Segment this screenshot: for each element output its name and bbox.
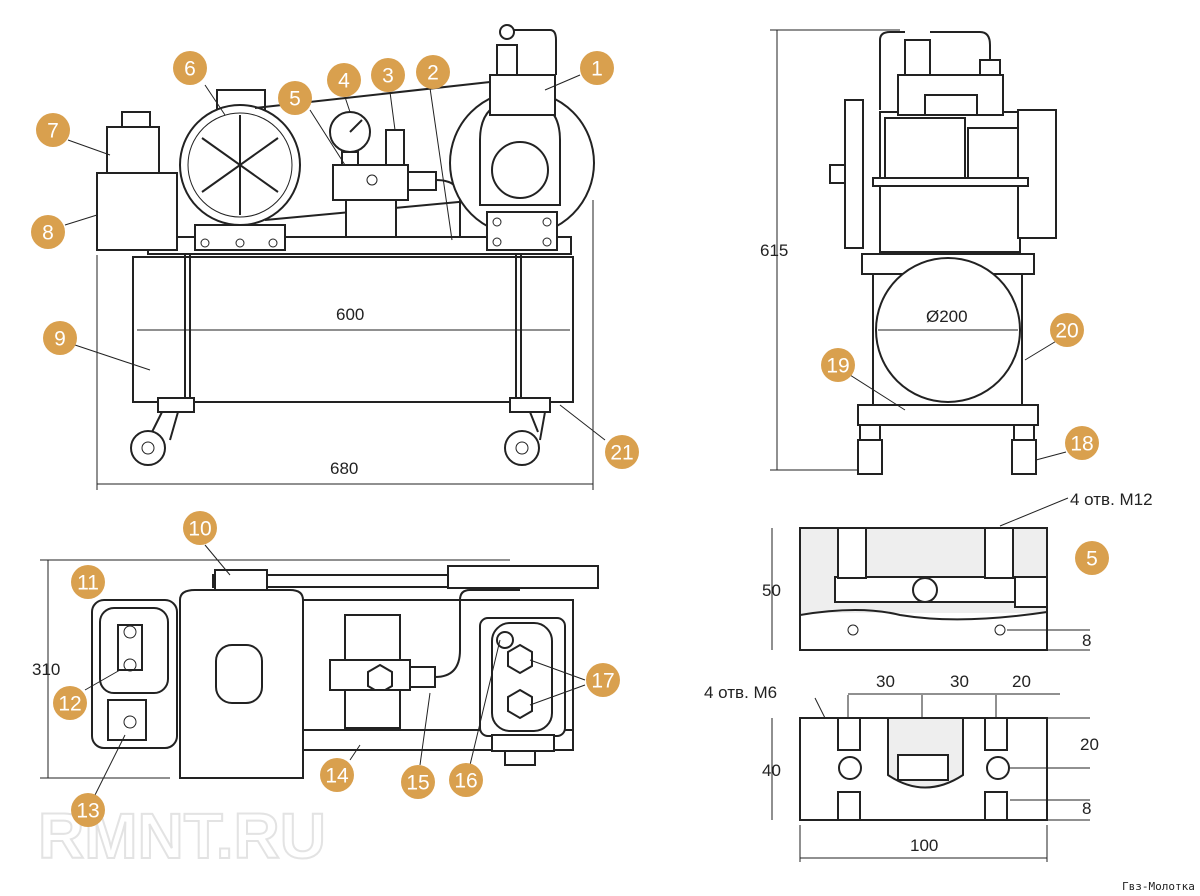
badge-number: 16 [454, 770, 477, 793]
badge-circle [401, 765, 435, 799]
badge-circle [183, 511, 217, 545]
badge-number: 4 [338, 70, 350, 93]
dim-d200: Ø200 [926, 307, 968, 326]
badge-number: 5 [289, 88, 301, 111]
callout-badge: 10 [183, 511, 217, 545]
callout-badge: 18 [1065, 426, 1099, 460]
badge-number: 18 [1070, 433, 1093, 456]
badge-circle [327, 63, 361, 97]
dim-20-a: 20 [1012, 672, 1031, 691]
badge-number: 10 [188, 518, 211, 541]
callout-badge: 20 [1050, 313, 1084, 347]
badge-circle [31, 215, 65, 249]
badge-number: 13 [76, 800, 99, 823]
badge-number: 17 [591, 670, 614, 693]
receiver-tank [132, 256, 574, 403]
badge-circle [36, 113, 70, 147]
badge-circle [71, 793, 105, 827]
badge-circle [43, 321, 77, 355]
badge-number: 20 [1055, 320, 1078, 343]
badge-circle [580, 51, 614, 85]
dim-50: 50 [762, 581, 781, 600]
badge-circle [278, 81, 312, 115]
dim-680: 680 [330, 459, 358, 478]
dim-30-b: 30 [950, 672, 969, 691]
dim-600: 600 [336, 305, 364, 324]
badge-number: 8 [42, 222, 54, 245]
top-view: 310 [32, 544, 599, 796]
dim-8-top: 8 [1082, 631, 1091, 650]
badge-circle [71, 565, 105, 599]
badge-circle [320, 758, 354, 792]
callout-badge: 4 [327, 63, 361, 97]
badge-circle [586, 663, 620, 697]
dim-30-a: 30 [876, 672, 895, 691]
callout-badge: 13 [71, 793, 105, 827]
callout-badge: 5 [1075, 541, 1109, 575]
callout-badge: 7 [36, 113, 70, 147]
dim-8-bottom: 8 [1082, 799, 1091, 818]
badge-circle [53, 686, 87, 720]
badge-circle [449, 763, 483, 797]
badge-number: 15 [406, 772, 429, 795]
label-m12: 4 отв. M12 [1070, 490, 1153, 509]
callout-badge: 2 [416, 55, 450, 89]
badge-circle [1065, 426, 1099, 460]
badge-circle [173, 51, 207, 85]
badge-circle [1075, 541, 1109, 575]
badge-circle [371, 58, 405, 92]
callout-badge: 17 [586, 663, 620, 697]
badge-circle [1050, 313, 1084, 347]
label-m6: 4 отв. M6 [704, 683, 777, 702]
callout-badge: 15 [401, 765, 435, 799]
dim-40: 40 [762, 761, 781, 780]
dim-310: 310 [32, 660, 60, 679]
callout-badge: 9 [43, 321, 77, 355]
badge-circle [821, 348, 855, 382]
callout-badge: 19 [821, 348, 855, 382]
section-detail-top: 50 8 4 отв. M12 [762, 490, 1153, 651]
badge-number: 19 [826, 355, 849, 378]
callout-badge: 1 [580, 51, 614, 85]
callout-badge: 14 [320, 758, 354, 792]
badge-number: 11 [77, 572, 99, 595]
corner-logo: Гвз-Молотка [1122, 880, 1195, 893]
callout-badge: 21 [605, 435, 639, 469]
section-detail-bottom: 4 отв. M6 30 30 20 40 20 8 100 [704, 672, 1099, 862]
callout-badge: 11 [71, 565, 105, 599]
badge-number: 1 [591, 58, 603, 81]
badge-circle [605, 435, 639, 469]
badge-number: 2 [427, 62, 439, 85]
badge-number: 6 [184, 58, 196, 81]
badge-number: 5 [1086, 548, 1098, 571]
dim-20-b: 20 [1080, 735, 1099, 754]
callout-badge: 6 [173, 51, 207, 85]
badge-number: 7 [47, 120, 59, 143]
front-view: 600 680 [64, 24, 606, 490]
callout-badge: 5 [278, 81, 312, 115]
callout-badge: 8 [31, 215, 65, 249]
dim-100: 100 [910, 836, 938, 855]
side-view: 615 Ø200 [760, 29, 1067, 475]
dim-615: 615 [760, 241, 788, 260]
callout-badge: 16 [449, 763, 483, 797]
badge-number: 12 [58, 693, 81, 716]
badge-number: 9 [54, 328, 66, 351]
callout-badge: 3 [371, 58, 405, 92]
pressure-switch-box [96, 172, 178, 251]
badge-number: 14 [325, 765, 349, 788]
badge-number: 3 [382, 65, 394, 88]
callout-badge: 12 [53, 686, 87, 720]
badge-circle [416, 55, 450, 89]
badge-number: 21 [610, 442, 633, 465]
